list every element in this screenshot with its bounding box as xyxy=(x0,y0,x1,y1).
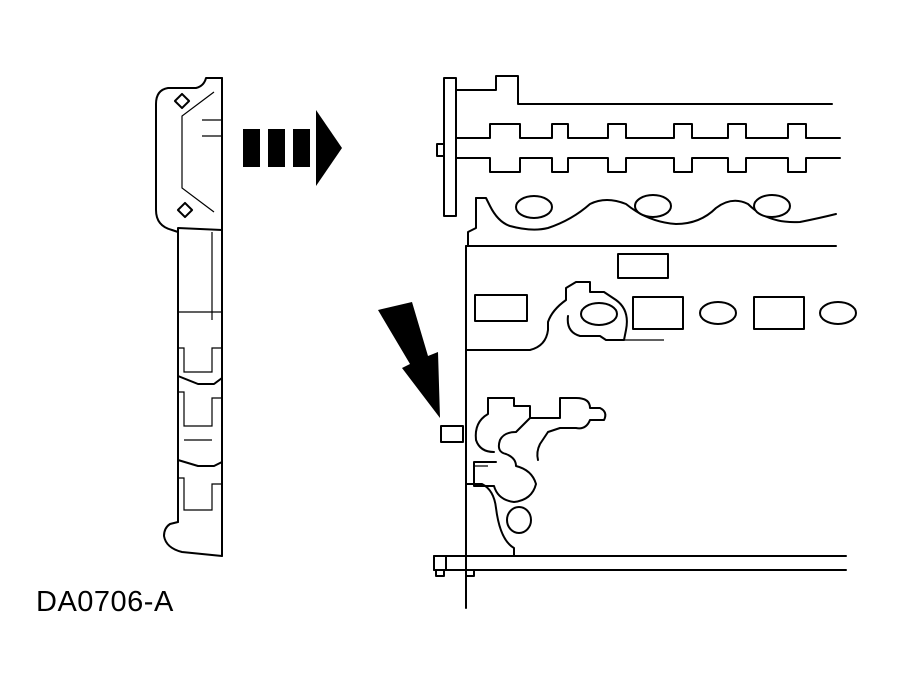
dashed-right-arrow-icon xyxy=(243,110,342,186)
target-locating-tab xyxy=(440,425,464,443)
down-right-arrow-icon xyxy=(378,302,440,418)
figure-caption: DA0706-A xyxy=(36,586,174,618)
detached-cover-part xyxy=(155,77,223,557)
upper-fastener-icon xyxy=(173,92,191,110)
engine-assembly xyxy=(433,75,857,609)
lower-fastener-icon xyxy=(176,201,194,219)
